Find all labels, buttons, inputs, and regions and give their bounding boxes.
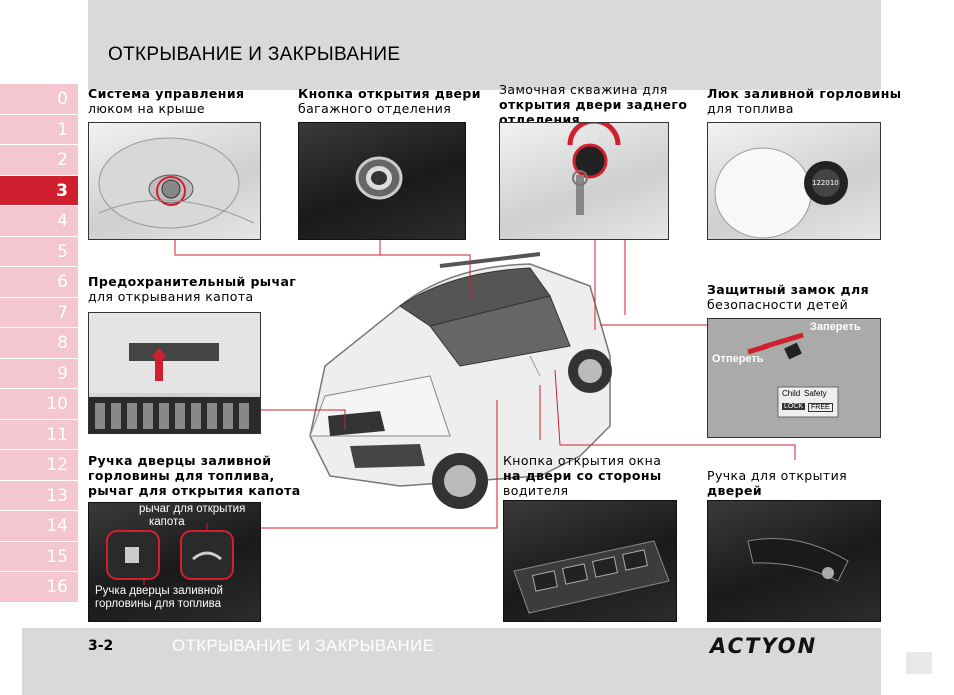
caption-line: Система управления	[88, 86, 245, 101]
sunroof-control-photo	[88, 122, 261, 240]
caption-line: люком на крыше	[88, 101, 206, 116]
caption-line: открытия двери заднего	[499, 97, 688, 112]
fuel-door-photo: 122010	[707, 122, 881, 240]
overlay-line: горловины для топлива	[95, 598, 222, 610]
caption-door-handle: Ручка для открытия дверей	[707, 468, 847, 498]
caption-hood-lever: Предохранительный рычаг для открывания к…	[88, 274, 296, 304]
chapter-tab-8[interactable]: 8	[0, 328, 78, 359]
keyhole-photo	[499, 122, 669, 240]
hood-lever-label: рычаг для открытия капота	[139, 503, 245, 529]
caption-line: для открывания капота	[88, 289, 254, 304]
caption-line: рычаг для открытия капота	[88, 483, 301, 498]
chapter-tab-2[interactable]: 2	[0, 145, 78, 176]
caption-line: на двери со стороны	[503, 468, 662, 483]
chapter-tab-0[interactable]: 0	[0, 84, 78, 115]
page-number: 3-2	[88, 638, 114, 654]
caption-line: водителя	[503, 483, 569, 498]
caption-line: Ручка дверцы заливной	[88, 453, 272, 468]
caption-fuel-door: Люк заливной горловины для топлива	[707, 86, 901, 116]
caption-sunroof: Система управления люком на крыше	[88, 86, 244, 116]
overlay-line: рычаг для открытия	[139, 503, 246, 515]
chapter-tab-13[interactable]: 13	[0, 480, 78, 511]
footer-title: ОТКРЫВАНИЕ И ЗАКРЫВАНИЕ	[172, 636, 435, 655]
header-band	[88, 0, 881, 90]
caption-line: Кнопка открытия окна	[503, 453, 662, 468]
door-handle-photo	[707, 500, 881, 622]
caption-line: дверей	[707, 483, 763, 498]
trunk-button-photo	[298, 122, 466, 240]
caption-line: Люк заливной горловины	[707, 86, 902, 101]
caption-line: Защитный замок для	[707, 282, 870, 297]
caption-fuel-hood-handles: Ручка дверцы заливной горловины для топл…	[88, 453, 301, 498]
chapter-tab-6[interactable]: 6	[0, 267, 78, 298]
hood-lever-photo	[88, 312, 261, 434]
car-illustration	[309, 252, 612, 509]
caption-line: горловины для топлива,	[88, 468, 275, 483]
unlock-label: Отпереть	[712, 353, 764, 365]
fuel-door-handle-label: Ручка дверцы заливной горловины для топл…	[95, 585, 223, 611]
caption-line: для топлива	[707, 101, 794, 116]
chapter-tab-10[interactable]: 10	[0, 389, 78, 420]
lock-label: Запереть	[810, 321, 861, 333]
chapter-tab-9[interactable]: 9	[0, 358, 78, 389]
caption-child-lock: Защитный замок для безопасности детей	[707, 282, 869, 312]
chapter-tab-1[interactable]: 1	[0, 114, 78, 145]
chapter-tab-14[interactable]: 14	[0, 511, 78, 542]
caption-line: Ручка для открытия	[707, 468, 848, 483]
footer-band	[22, 628, 881, 695]
caption-line: безопасности детей	[707, 297, 849, 312]
caption-line: Кнопка открытия двери	[298, 86, 481, 101]
chapter-tab-3[interactable]: 3	[0, 175, 78, 206]
sticker-safety: Safety	[804, 389, 827, 398]
chapter-tab-11[interactable]: 11	[0, 419, 78, 450]
chapter-tab-12[interactable]: 12	[0, 450, 78, 481]
sticker-free: FREE	[808, 403, 833, 412]
chapter-tab-5[interactable]: 5	[0, 236, 78, 267]
fuel-hood-handles-photo: рычаг для открытия капота Ручка дверцы з…	[88, 502, 261, 622]
footer-square	[906, 652, 932, 674]
child-lock-photo: Запереть Отпереть Child Safety LOCK FREE	[707, 318, 881, 438]
caption-line: багажного отделения	[298, 101, 452, 116]
sticker-lock: LOCK	[782, 403, 806, 410]
caption-trunk-button: Кнопка открытия двери багажного отделени…	[298, 86, 481, 116]
brand-logo: ACTYON	[710, 634, 818, 658]
overlay-line: капота	[149, 516, 185, 528]
caption-line: Предохранительный рычаг	[88, 274, 297, 289]
caption-line: Замочная скважина для	[499, 82, 668, 97]
chapter-tab-7[interactable]: 7	[0, 297, 78, 328]
chapter-tab-16[interactable]: 16	[0, 572, 78, 603]
overlay-line: Ручка дверцы заливной	[95, 585, 223, 597]
fuel-cap-text: 122010	[812, 179, 839, 187]
sticker-child: Child	[782, 389, 801, 398]
chapter-tab-15[interactable]: 15	[0, 541, 78, 572]
chapter-tab-4[interactable]: 4	[0, 206, 78, 237]
window-switch-photo	[503, 500, 677, 622]
caption-window-switch: Кнопка открытия окна на двери со стороны…	[503, 453, 662, 498]
page-title: ОТКРЫВАНИЕ И ЗАКРЫВАНИЕ	[108, 44, 401, 65]
